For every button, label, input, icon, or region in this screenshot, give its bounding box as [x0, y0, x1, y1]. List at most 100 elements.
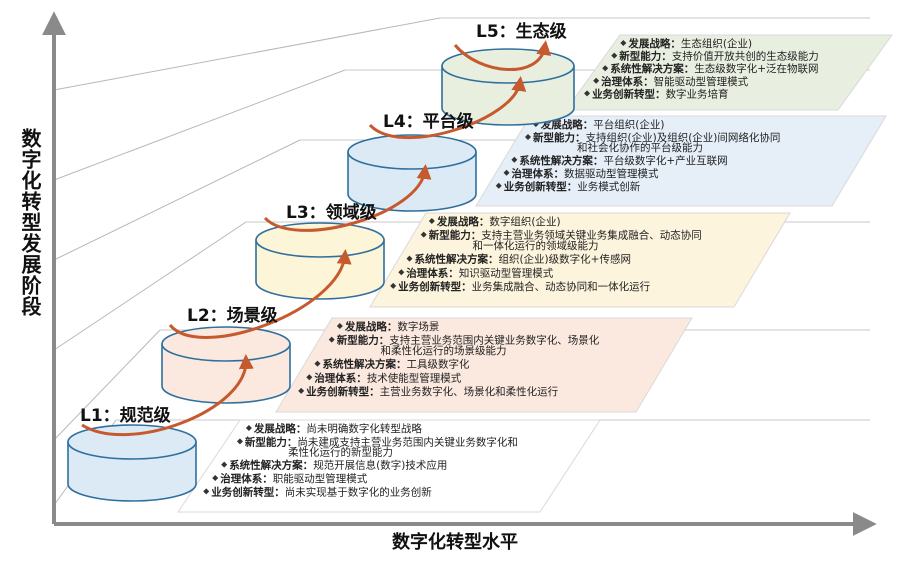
- item-text: 业务创新转型：业务集成融合、动态协同和一体化运行: [398, 280, 650, 293]
- bullet-icon: [584, 90, 591, 97]
- item-text: 业务创新转型：业务模式创新: [504, 180, 641, 193]
- panel-level-2-items: 发展战略：数字场景新型能力：支持主营业务范围内关键业务数字化、场景化和柔性化运行…: [298, 320, 600, 398]
- item-value: 数据驱动型管理模式: [564, 167, 659, 180]
- bullet-icon: [390, 282, 397, 289]
- item-key: 新型能力：: [245, 435, 298, 448]
- item-value: 平台组织(企业): [593, 118, 664, 131]
- item-value: 支持组织(企业)及组织(企业)间网络化协同: [586, 131, 781, 144]
- item-value: 平台级数字化+产业互联网: [603, 154, 727, 167]
- item-value: 尚未实现基于数字化的业务创新: [285, 485, 432, 498]
- item-text: 治理体系：职能驱动型管理模式: [220, 472, 367, 485]
- item-key: 系统性解决方案：: [610, 62, 694, 75]
- item-value: 支持主营业务范围内关键业务数字化、场景化: [389, 334, 599, 347]
- item-value: 尚未建成支持主营业务范围内关键业务数字化和: [297, 435, 518, 448]
- item-value: 业务模式创新: [577, 180, 640, 193]
- item-text: 新型能力：支持价值开放共创的生态级能力: [619, 50, 819, 63]
- bullet-icon: [298, 387, 305, 394]
- bullet-icon: [221, 461, 228, 468]
- level-panels: 发展战略：尚未明确数字化转型战略新型能力：尚未建成支持主营业务范围内关键业务数字…: [177, 34, 893, 513]
- x-axis-title: 数字化转型水平: [392, 532, 518, 553]
- item-text: 系统性解决方案：生态级数字化+泛在物联网: [610, 62, 818, 75]
- item-text: 新型能力：支持组织(企业)及组织(企业)间网络化协同: [533, 131, 780, 144]
- item-text-continued: 和社会化协作的平台级能力: [577, 141, 703, 154]
- item-value: 主营业务数字化、场景化和柔性化运行: [380, 385, 559, 398]
- item-text: 业务创新转型：尚未实现基于数字化的业务创新: [211, 485, 432, 498]
- item-text: 业务创新转型：数字业务培育: [592, 87, 729, 100]
- item-text: 新型能力：支持主营业务范围内关键业务数字化、场景化: [337, 334, 600, 347]
- item-value: 支持价值开放共创的生态级能力: [672, 50, 819, 63]
- item-text: 发展战略：尚未明确数字化转型战略: [253, 422, 422, 435]
- level-title-2: L2：场景级: [187, 305, 278, 326]
- item-key: 业务创新转型：: [504, 180, 578, 193]
- disk-top: [347, 134, 477, 170]
- item-key: 治理体系：: [601, 75, 654, 88]
- item-value: 生态级数字化+泛在物联网: [694, 62, 818, 75]
- progression-arrow-3: [263, 164, 432, 232]
- item-text: 治理体系：智能驱动型管理模式: [601, 75, 748, 88]
- panel-level-2: [275, 317, 693, 413]
- item-key: 新型能力：: [619, 50, 672, 63]
- panel-level-5: [565, 34, 893, 111]
- bullet-icon: [593, 77, 600, 84]
- item-key: 系统性解决方案：: [414, 253, 498, 266]
- level-title-5: L5：生态级: [476, 21, 567, 42]
- level-title-4: L4：平台级: [383, 111, 474, 132]
- item-key: 治理体系：: [512, 167, 565, 180]
- bullet-icon: [602, 65, 609, 72]
- item-key: 系统性解决方案：: [322, 358, 406, 371]
- item-text: 治理体系：知识驱动型管理模式: [406, 266, 553, 279]
- item-text: 新型能力：尚未建成支持主营业务范围内关键业务数字化和: [245, 435, 518, 448]
- progression-arrows: [81, 40, 552, 437]
- item-key: 系统性解决方案：: [519, 154, 603, 167]
- item-value: 生态组织(企业): [681, 37, 752, 50]
- item-value: 工具级数字化: [406, 358, 469, 371]
- item-text: 系统性解决方案：规范开展信息(数字)技术应用: [229, 459, 447, 472]
- progression-arrow-4: [368, 76, 527, 140]
- item-key: 发展战略：: [253, 422, 306, 435]
- item-key: 治理体系：: [406, 266, 459, 279]
- bullet-icon: [203, 488, 210, 495]
- item-value: 数字业务培育: [666, 87, 729, 100]
- axes: [42, 11, 877, 536]
- grid-line: [53, 17, 441, 91]
- item-text-continued: 和一体化运行的领域级能力: [472, 239, 598, 252]
- bullet-icon: [503, 169, 510, 176]
- item-text: 系统性解决方案：工具级数字化: [322, 358, 469, 371]
- bullet-icon: [306, 374, 313, 381]
- panel-level-4: [475, 115, 887, 207]
- progression-arrow-1: [81, 354, 254, 437]
- item-key: 治理体系：: [220, 472, 273, 485]
- progression-arrow-2: [168, 249, 352, 339]
- item-key: 业务创新转型：: [592, 87, 666, 100]
- item-key: 发展战略：: [627, 37, 681, 50]
- level-title-3: L3：领域级: [286, 202, 377, 223]
- item-value: 支持主营业务领域关键业务集成融合、动态协同: [481, 229, 702, 242]
- disk-level-1: [67, 424, 197, 502]
- item-key: 发展战略：: [436, 215, 490, 228]
- item-value: 业务集成融合、动态协同和一体化运行: [472, 280, 651, 293]
- item-key: 系统性解决方案：: [229, 459, 313, 472]
- progression-arrow-5: [453, 40, 552, 71]
- bullet-icon: [428, 218, 435, 224]
- item-text: 系统性解决方案：平台级数字化+产业互联网: [519, 154, 727, 167]
- item-text: 发展战略：数字组织(企业): [436, 215, 561, 228]
- item-value: 数字组织(企业): [489, 215, 560, 228]
- disk-level-4: [347, 134, 477, 212]
- panel-level-3-items: 发展战略：数字组织(企业)新型能力：支持主营业务领域关键业务集成融合、动态协同和…: [390, 215, 702, 293]
- bullet-icon: [525, 134, 531, 140]
- level-title-1: L1：规范级: [80, 405, 171, 426]
- grid-line: [53, 329, 161, 441]
- y-axis-title: 数字化转型发展阶段: [18, 128, 42, 317]
- item-key: 新型能力：: [429, 229, 482, 242]
- bullet-icon: [420, 231, 427, 238]
- bullet-icon: [336, 323, 343, 329]
- item-text: 治理体系：技术使能型管理模式: [314, 371, 461, 384]
- item-value: 智能驱动型管理模式: [654, 75, 749, 88]
- level-disks: [67, 48, 575, 502]
- item-text: 系统性解决方案：组织(企业)级数字化+传感网: [414, 253, 631, 266]
- item-key: 业务创新转型：: [306, 385, 380, 398]
- item-key: 业务创新转型：: [398, 280, 472, 293]
- item-value: 技术使能型管理模式: [367, 371, 462, 384]
